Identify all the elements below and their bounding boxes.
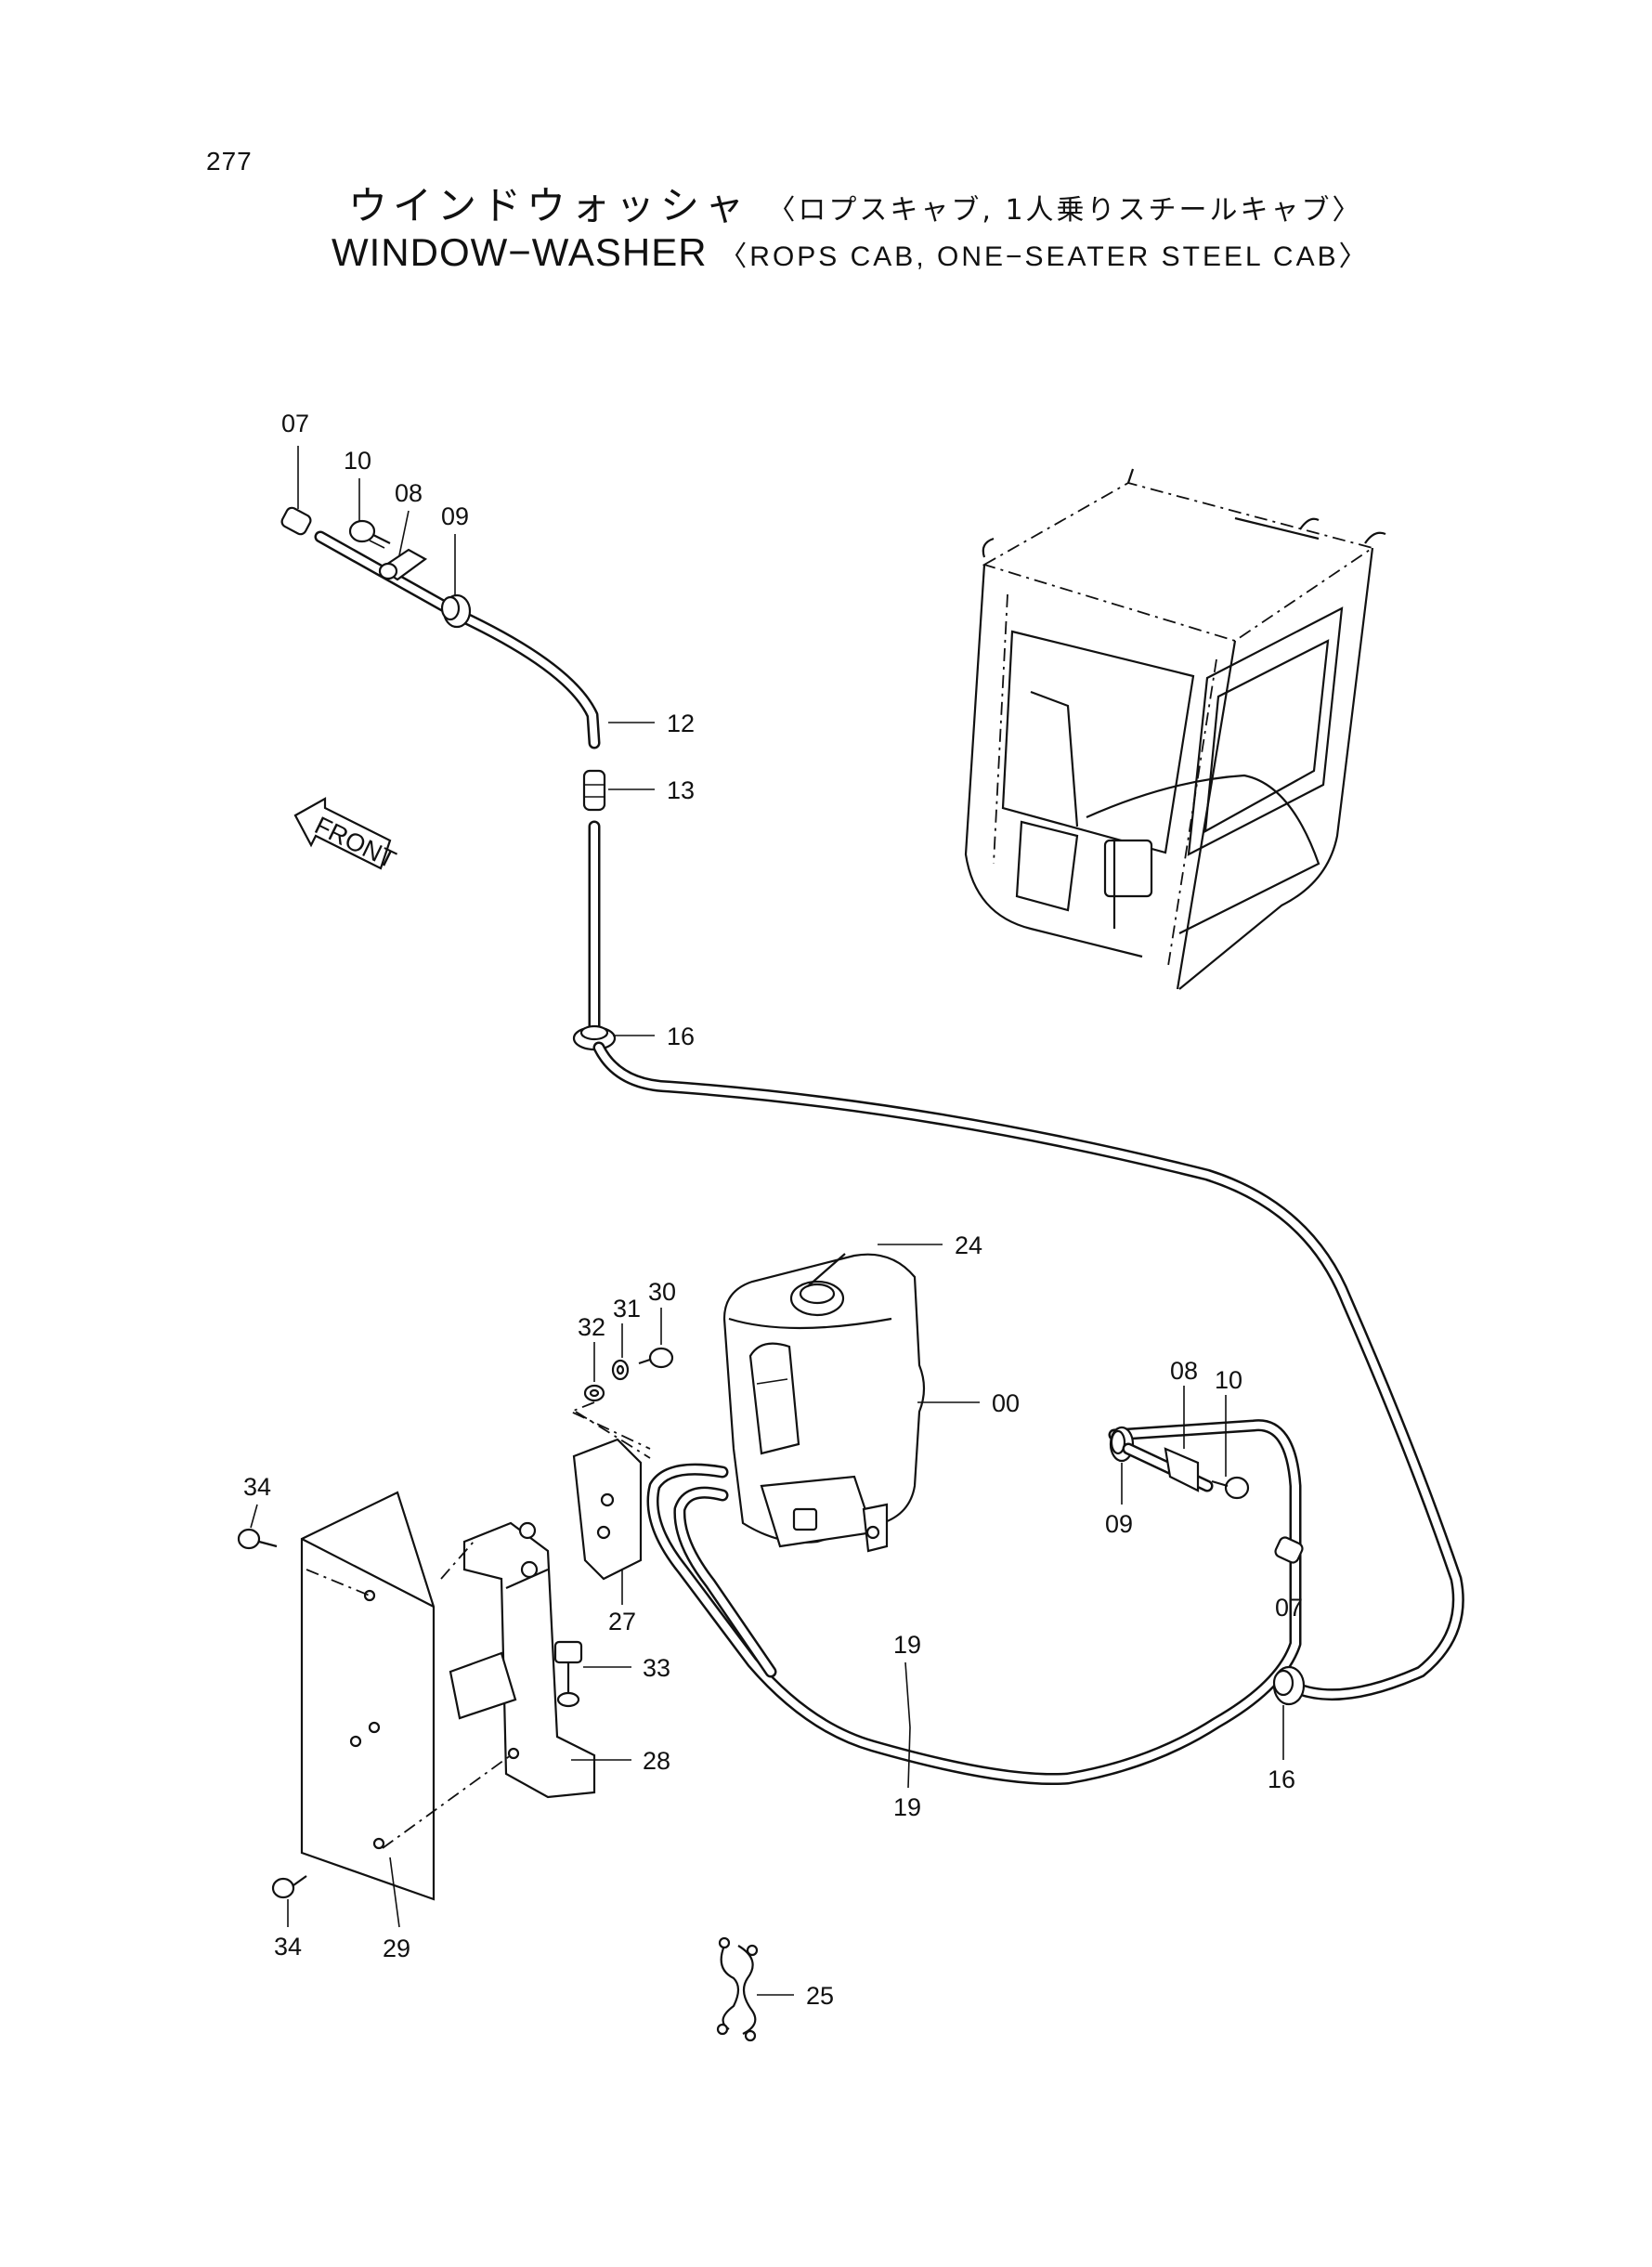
grommet-icon [1272, 1665, 1306, 1706]
main-hose [592, 1041, 1464, 1701]
bolt-icon [348, 519, 391, 549]
callout-label: 32 [578, 1313, 605, 1341]
callout-label: 07 [281, 410, 309, 437]
cab-outline-icon [964, 468, 1386, 990]
front-arrow-label: FRONT [310, 811, 400, 874]
title-japanese-subtitle: 〈ロプスキャブ, 1人乗りスチールキャブ〉 [767, 194, 1363, 227]
callout-label: 34 [274, 1933, 302, 1961]
right-nozzle-assembly [1109, 1426, 1304, 1564]
callout-label: 16 [667, 1023, 695, 1050]
callout-label: 28 [643, 1747, 670, 1775]
bolt-icon [553, 1640, 583, 1708]
clamp-icon [378, 548, 428, 581]
callout-label: 10 [1215, 1366, 1242, 1394]
title-english-subtitle: 〈ROPS CAB, ONE−SEATER STEEL CAB〉 [719, 241, 1370, 272]
mounting-brackets [300, 1411, 651, 1901]
callout-label: 19 [893, 1793, 921, 1821]
title-english: WINDOW−WASHER 〈ROPS CAB, ONE−SEATER STEE… [332, 230, 1370, 275]
callout-label: 16 [1268, 1765, 1295, 1793]
callout-label: 07 [1275, 1594, 1303, 1622]
callout-label: 31 [613, 1295, 641, 1322]
upper-nozzle-assembly [280, 506, 617, 1051]
nozzle-cap-icon [280, 506, 312, 536]
callout-label: 30 [648, 1278, 676, 1306]
bolt-icon [1211, 1476, 1250, 1500]
callout-label: 09 [1105, 1510, 1133, 1538]
callout-labels: 07 10 08 09 12 13 16 24 30 31 32 00 08 1… [243, 410, 1303, 2010]
front-direction-arrow: FRONT [293, 797, 400, 874]
clamp-icon [1164, 1447, 1200, 1492]
title-japanese: ウインドウォッシャ 〈ロプスキャブ, 1人乗りスチールキャブ〉 [348, 175, 1363, 231]
grommet-icon [440, 593, 472, 629]
title-english-main: WINDOW−WASHER [332, 230, 708, 274]
fasteners [237, 1347, 674, 1899]
leader-lines [250, 446, 1292, 1996]
washer-icon [583, 1384, 605, 1402]
washer-tank-icon [722, 1253, 926, 1553]
bolt-icon [271, 1875, 307, 1899]
callout-label: 24 [955, 1231, 982, 1259]
callout-label: 34 [243, 1473, 271, 1501]
callout-label: 10 [344, 447, 371, 475]
callout-label: 00 [992, 1389, 1020, 1417]
grommet-icon [1109, 1426, 1135, 1463]
callout-label: 25 [806, 1982, 834, 2010]
callout-label: 12 [667, 710, 695, 737]
callout-label: 09 [441, 502, 469, 530]
callout-label: 29 [383, 1935, 410, 1962]
callout-label: 19 [893, 1631, 921, 1659]
title-japanese-main: ウインドウォッシャ [348, 183, 750, 228]
callout-label: 08 [395, 479, 423, 507]
callout-label: 27 [608, 1608, 636, 1635]
hose-clip-icon [716, 1936, 759, 2042]
bolt-icon [638, 1347, 674, 1369]
bolt-icon [237, 1528, 278, 1550]
pipe-joint-icon [582, 769, 606, 812]
callout-label: 33 [643, 1654, 670, 1682]
nozzle-cap-icon [1274, 1536, 1304, 1564]
tank-hoses [646, 1419, 1306, 1786]
callout-label: 13 [667, 776, 695, 804]
page-number: 277 [206, 147, 253, 176]
callout-label: 08 [1170, 1357, 1198, 1385]
washer-icon [611, 1359, 630, 1381]
